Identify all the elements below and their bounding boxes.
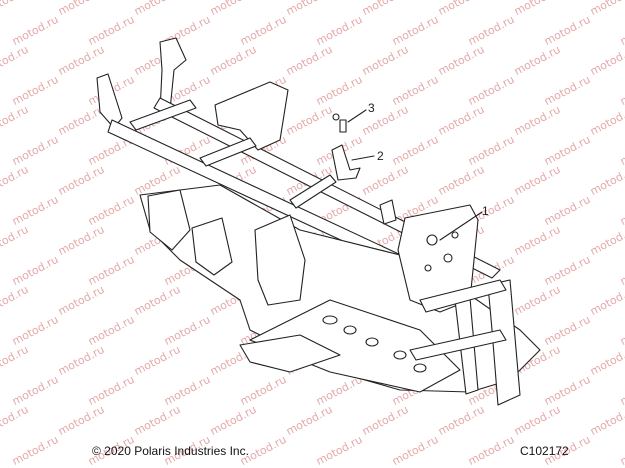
rear-plate <box>214 81 289 151</box>
plate-hole <box>424 264 432 272</box>
left-bracket-group <box>147 189 191 251</box>
lower-frame <box>139 184 541 393</box>
leader-line-3 <box>347 109 367 123</box>
part-3-bolt <box>339 119 347 133</box>
rear-hoop-right <box>159 37 187 113</box>
left-bracket-2 <box>191 217 233 276</box>
callout-1: 1 <box>482 204 489 218</box>
part-2-bracket <box>331 144 361 181</box>
floor-pan <box>249 299 461 393</box>
cross-member-2 <box>199 137 257 167</box>
cross-member-1 <box>129 99 197 131</box>
front-crossbar-2 <box>409 329 507 361</box>
front-plate <box>397 204 479 313</box>
front-mount-right <box>487 279 521 406</box>
figure-id: C102172 <box>520 444 569 458</box>
left-upright <box>254 214 306 306</box>
leader-line-1 <box>439 211 483 241</box>
floor-hole <box>343 325 357 335</box>
callout-2: 2 <box>377 149 384 163</box>
front-crossbar <box>419 279 507 313</box>
part-3-nut <box>332 113 340 121</box>
plate-hole <box>451 231 459 239</box>
diagonal-brace <box>289 174 337 209</box>
plate-hole <box>426 234 438 246</box>
seat-hoop <box>379 199 397 225</box>
floor-hole <box>413 363 427 373</box>
plate-hole <box>443 253 453 263</box>
copyright-text: © 2020 Polaris Industries Inc. <box>92 444 249 458</box>
leader-line-2 <box>351 155 375 161</box>
floor-hole <box>393 350 407 360</box>
callout-3: 3 <box>368 101 375 115</box>
floor-hole <box>365 337 379 347</box>
rear-hoop-left <box>96 73 123 129</box>
floor-hole <box>322 315 338 325</box>
skid-plate <box>239 334 341 373</box>
